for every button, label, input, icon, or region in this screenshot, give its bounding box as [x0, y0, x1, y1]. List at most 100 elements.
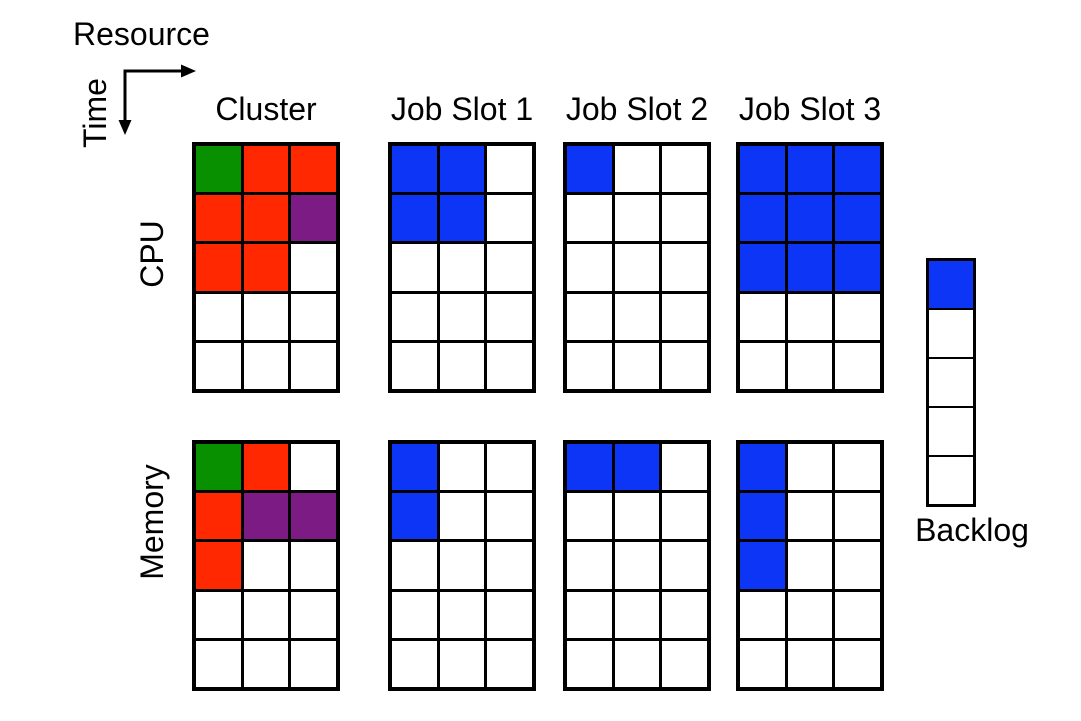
row-label-memory: Memory: [134, 464, 171, 580]
grid-cell-white: [487, 342, 532, 389]
grid-cell-white: [567, 293, 612, 340]
grid-cell-white: [439, 244, 485, 291]
job-slot-3-memory-grid: [736, 440, 884, 691]
grid-cell-white: [787, 542, 833, 589]
grid-cell-blue: [835, 244, 880, 291]
grid-cell-white: [487, 493, 532, 540]
grid-cell-blue: [740, 444, 785, 491]
grid-cell-white: [567, 640, 612, 687]
grid-cell-white: [787, 591, 833, 638]
grid-cell-white: [291, 591, 336, 638]
grid-cell-white: [243, 293, 289, 340]
backlog-column: [926, 258, 976, 507]
grid-cell-white: [196, 591, 241, 638]
grid-cell-white: [567, 493, 612, 540]
grid-cell-blue: [439, 195, 485, 242]
grid-cell-blue: [614, 444, 660, 491]
grid-cell-white: [487, 640, 532, 687]
grid-cell-blue: [392, 146, 437, 193]
grid-cell-white: [291, 293, 336, 340]
cluster-cpu-grid: [192, 142, 340, 393]
grid-cell-white: [835, 342, 880, 389]
grid-cell-blue: [740, 244, 785, 291]
grid-cell-white: [835, 542, 880, 589]
grid-cell-white: [929, 457, 973, 504]
grid-cell-red: [243, 146, 289, 193]
grid-cell-white: [662, 342, 707, 389]
grid-cell-blue: [787, 146, 833, 193]
grid-cell-white: [392, 640, 437, 687]
grid-cell-white: [740, 342, 785, 389]
grid-cell-white: [439, 640, 485, 687]
grid-cell-white: [835, 444, 880, 491]
grid-cell-white: [487, 444, 532, 491]
grid-cell-blue: [392, 444, 437, 491]
grid-cell-white: [614, 146, 660, 193]
grid-cell-white: [740, 293, 785, 340]
grid-cell-blue: [740, 195, 785, 242]
grid-cell-white: [662, 444, 707, 491]
grid-cell-white: [487, 195, 532, 242]
grid-cell-white: [662, 293, 707, 340]
grid-cell-white: [787, 342, 833, 389]
grid-cell-purple: [291, 195, 336, 242]
grid-cell-white: [835, 493, 880, 540]
job-slot-3-cpu-grid: [736, 142, 884, 393]
grid-cell-white: [567, 591, 612, 638]
job-slot-2-memory-grid: [563, 440, 711, 691]
grid-cell-white: [243, 640, 289, 687]
backlog-label: Backlog: [915, 512, 1029, 548]
resource-axis-label: Resource: [73, 16, 210, 52]
grid-cell-white: [392, 244, 437, 291]
grid-cell-white: [662, 244, 707, 291]
grid-cell-white: [196, 293, 241, 340]
grid-cell-green: [196, 444, 241, 491]
grid-cell-red: [196, 244, 241, 291]
row-label-cpu: CPU: [134, 220, 171, 288]
grid-cell-white: [614, 244, 660, 291]
grid-cell-white: [614, 542, 660, 589]
grid-cell-white: [787, 493, 833, 540]
grid-cell-purple: [243, 493, 289, 540]
cluster-memory-grid: [192, 440, 340, 691]
axes-arrows-icon: [118, 64, 196, 135]
grid-cell-white: [614, 493, 660, 540]
grid-cell-white: [929, 310, 973, 357]
job-slot-1-memory-grid: [388, 440, 536, 691]
grid-cell-blue: [567, 146, 612, 193]
grid-cell-white: [614, 342, 660, 389]
grid-cell-white: [662, 542, 707, 589]
grid-cell-white: [291, 244, 336, 291]
grid-cell-blue: [439, 146, 485, 193]
grid-cell-white: [662, 493, 707, 540]
grid-cell-white: [567, 542, 612, 589]
grid-cell-white: [243, 342, 289, 389]
grid-cell-white: [662, 591, 707, 638]
job-slot-1-cpu-grid: [388, 142, 536, 393]
grid-cell-white: [614, 195, 660, 242]
grid-cell-white: [439, 444, 485, 491]
grid-cell-white: [662, 146, 707, 193]
grid-cell-blue: [929, 261, 973, 308]
grid-cell-red: [243, 244, 289, 291]
grid-cell-white: [929, 359, 973, 406]
grid-cell-red: [291, 146, 336, 193]
grid-cell-blue: [835, 195, 880, 242]
grid-cell-white: [787, 640, 833, 687]
grid-cell-white: [392, 293, 437, 340]
grid-cell-white: [835, 293, 880, 340]
grid-cell-white: [487, 293, 532, 340]
grid-cell-white: [614, 293, 660, 340]
grid-cell-green: [196, 146, 241, 193]
grid-cell-blue: [740, 493, 785, 540]
header-job-slot-2: Job Slot 2: [565, 91, 709, 127]
grid-cell-white: [439, 493, 485, 540]
grid-cell-white: [487, 244, 532, 291]
grid-cell-blue: [392, 195, 437, 242]
grid-cell-white: [487, 542, 532, 589]
grid-cell-white: [740, 591, 785, 638]
grid-cell-white: [740, 640, 785, 687]
grid-cell-white: [929, 408, 973, 455]
grid-cell-white: [487, 146, 532, 193]
